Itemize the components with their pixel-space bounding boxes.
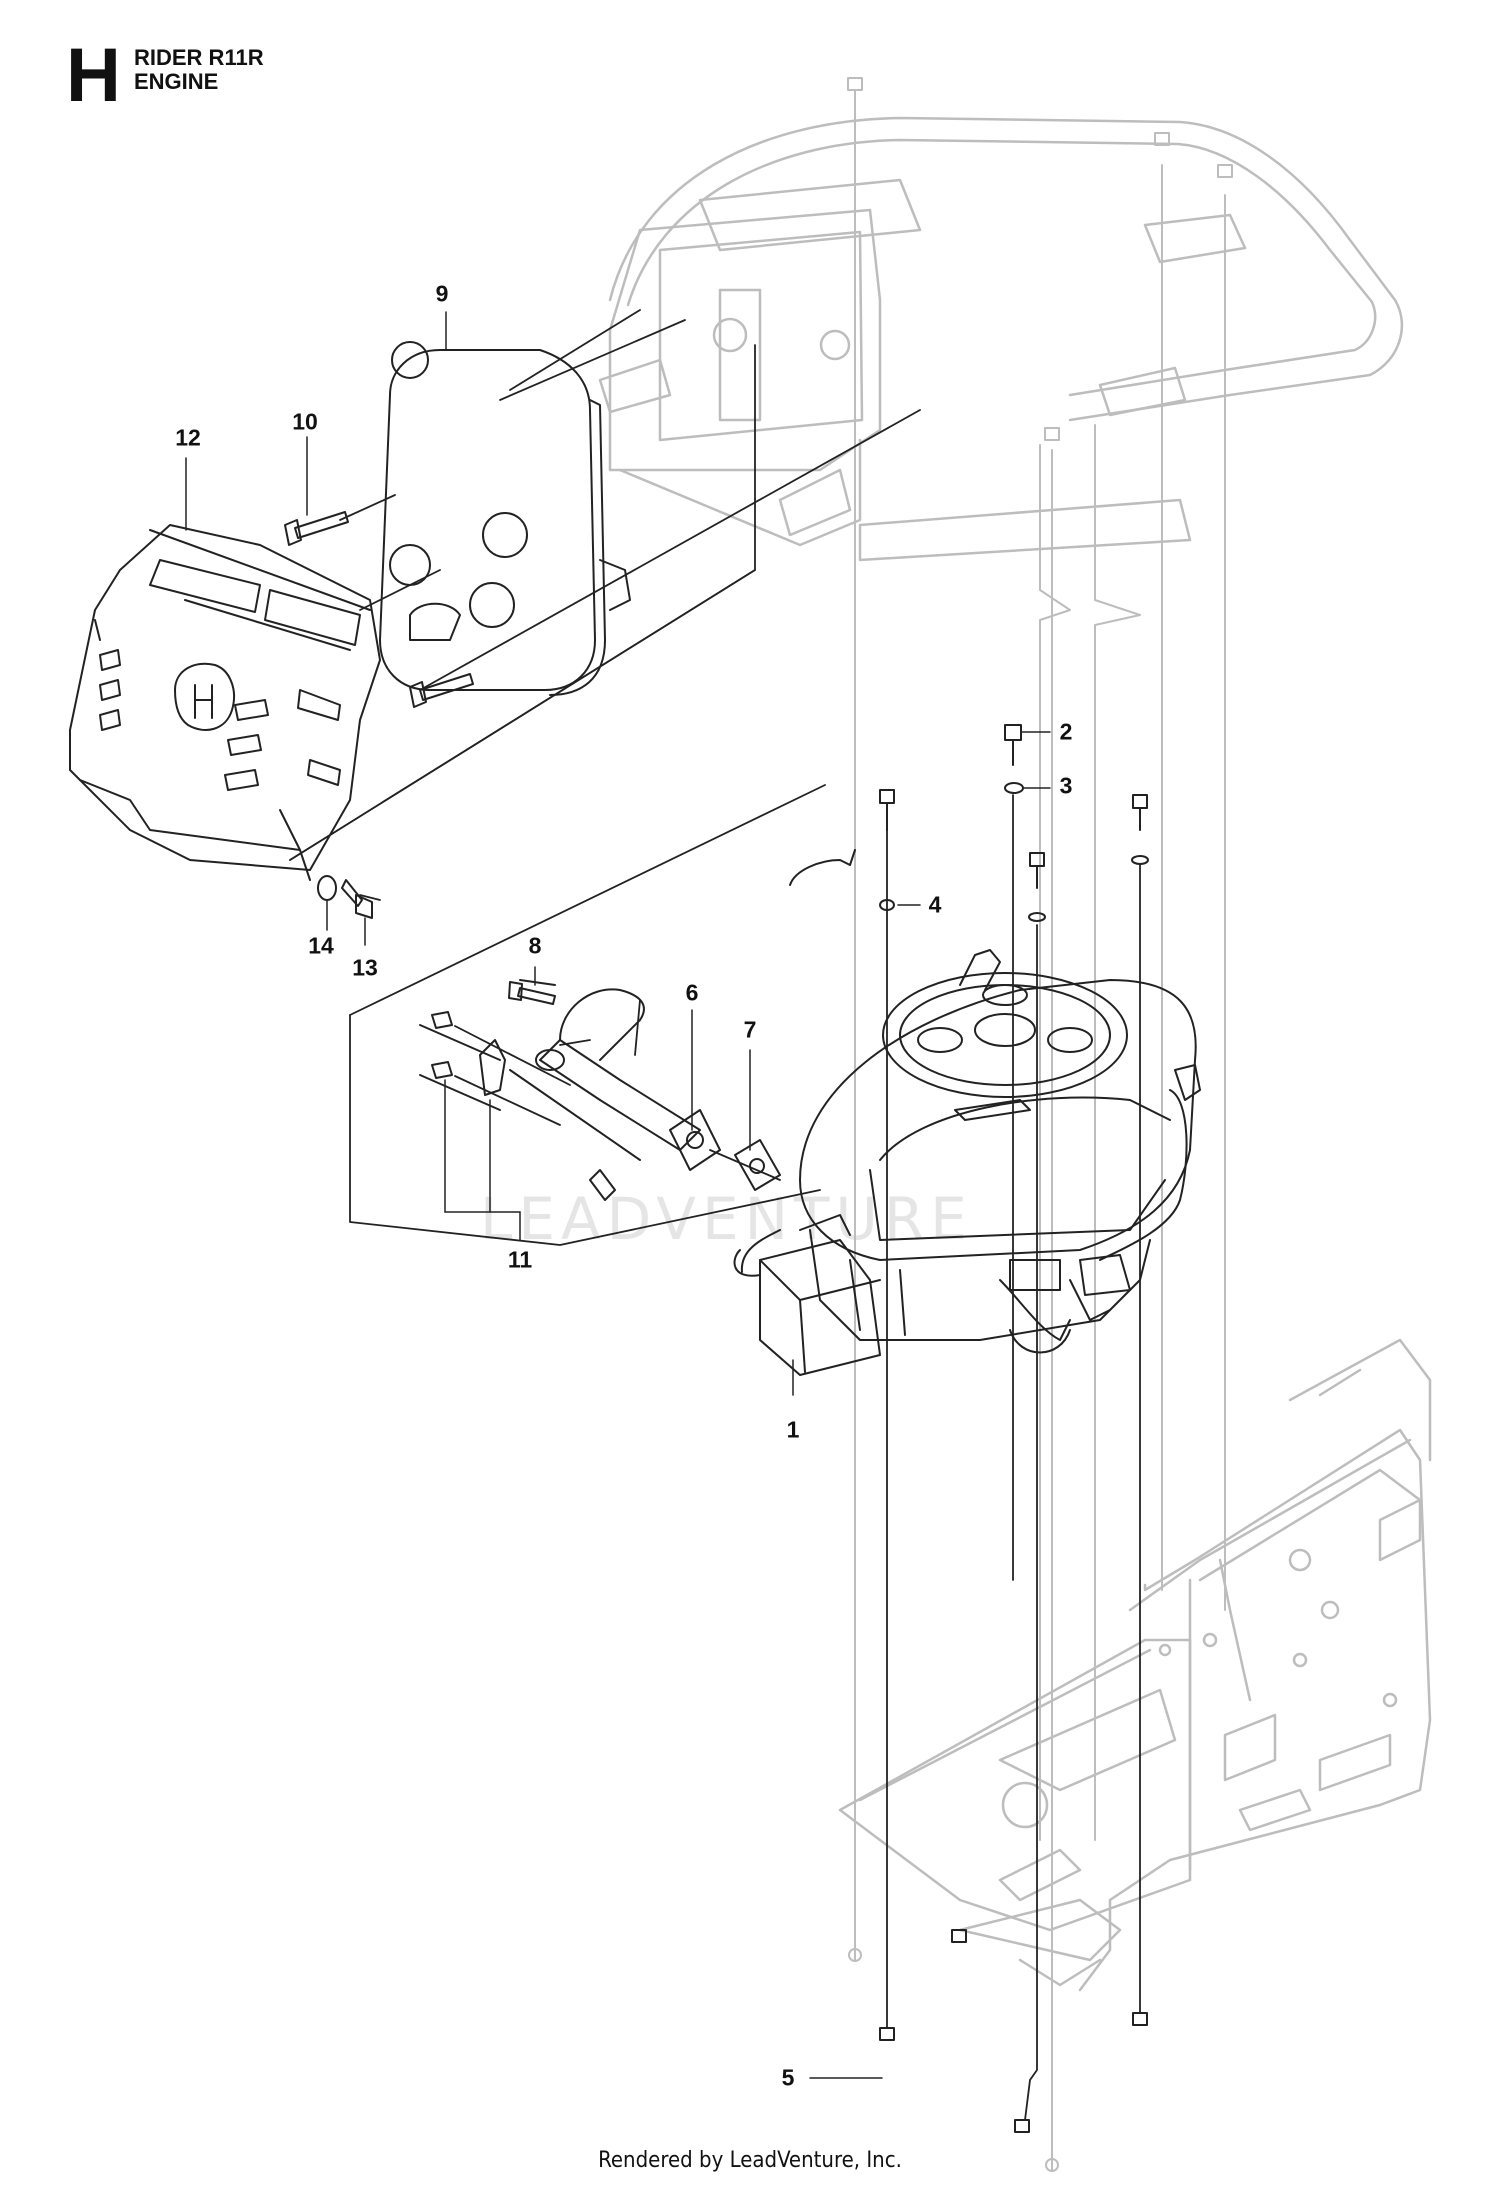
break-lines bbox=[1039, 424, 1141, 1841]
engine-bracket bbox=[598, 178, 922, 547]
callout-4: 4 bbox=[928, 891, 942, 918]
grey-bolt-lines bbox=[854, 109, 1226, 2171]
callout-10: 10 bbox=[292, 408, 318, 435]
watermark: LEADVENTURE bbox=[480, 1185, 973, 1253]
mounting-bolt-lines bbox=[886, 794, 1141, 2121]
callout-11: 11 bbox=[507, 1246, 533, 1273]
callout-6: 6 bbox=[685, 979, 699, 1006]
callout-9: 9 bbox=[435, 280, 449, 307]
engine-assembly bbox=[733, 949, 1201, 1376]
callout-7: 7 bbox=[743, 1016, 757, 1043]
callout-8: 8 bbox=[528, 932, 542, 959]
callout-13: 13 bbox=[352, 954, 378, 981]
assembly-lines bbox=[289, 309, 921, 1246]
handle-frame bbox=[608, 116, 1404, 562]
callout-12: 12 bbox=[175, 424, 201, 451]
rider-chassis bbox=[838, 1338, 1432, 1992]
callout-3: 3 bbox=[1059, 772, 1073, 799]
callout-5: 5 bbox=[781, 2064, 795, 2091]
header-section-letter: H bbox=[66, 33, 121, 118]
model-name: RIDER R11R bbox=[134, 45, 264, 70]
exhaust-pipe bbox=[419, 979, 781, 1201]
callout-14: 14 bbox=[308, 932, 334, 959]
grey-bolts bbox=[847, 77, 1233, 2172]
section-name: ENGINE bbox=[134, 69, 219, 94]
footer-credit: Rendered by LeadVenture, Inc. bbox=[598, 2148, 902, 2173]
engine-top-cover bbox=[69, 524, 381, 881]
callout-2: 2 bbox=[1059, 718, 1073, 745]
hardware bbox=[284, 511, 1149, 2133]
muffler-heat-shield bbox=[379, 341, 631, 696]
header-title: RIDER R11R ENGINE bbox=[134, 46, 264, 94]
callout-leaders bbox=[185, 311, 1051, 2079]
callout-1: 1 bbox=[786, 1416, 800, 1443]
